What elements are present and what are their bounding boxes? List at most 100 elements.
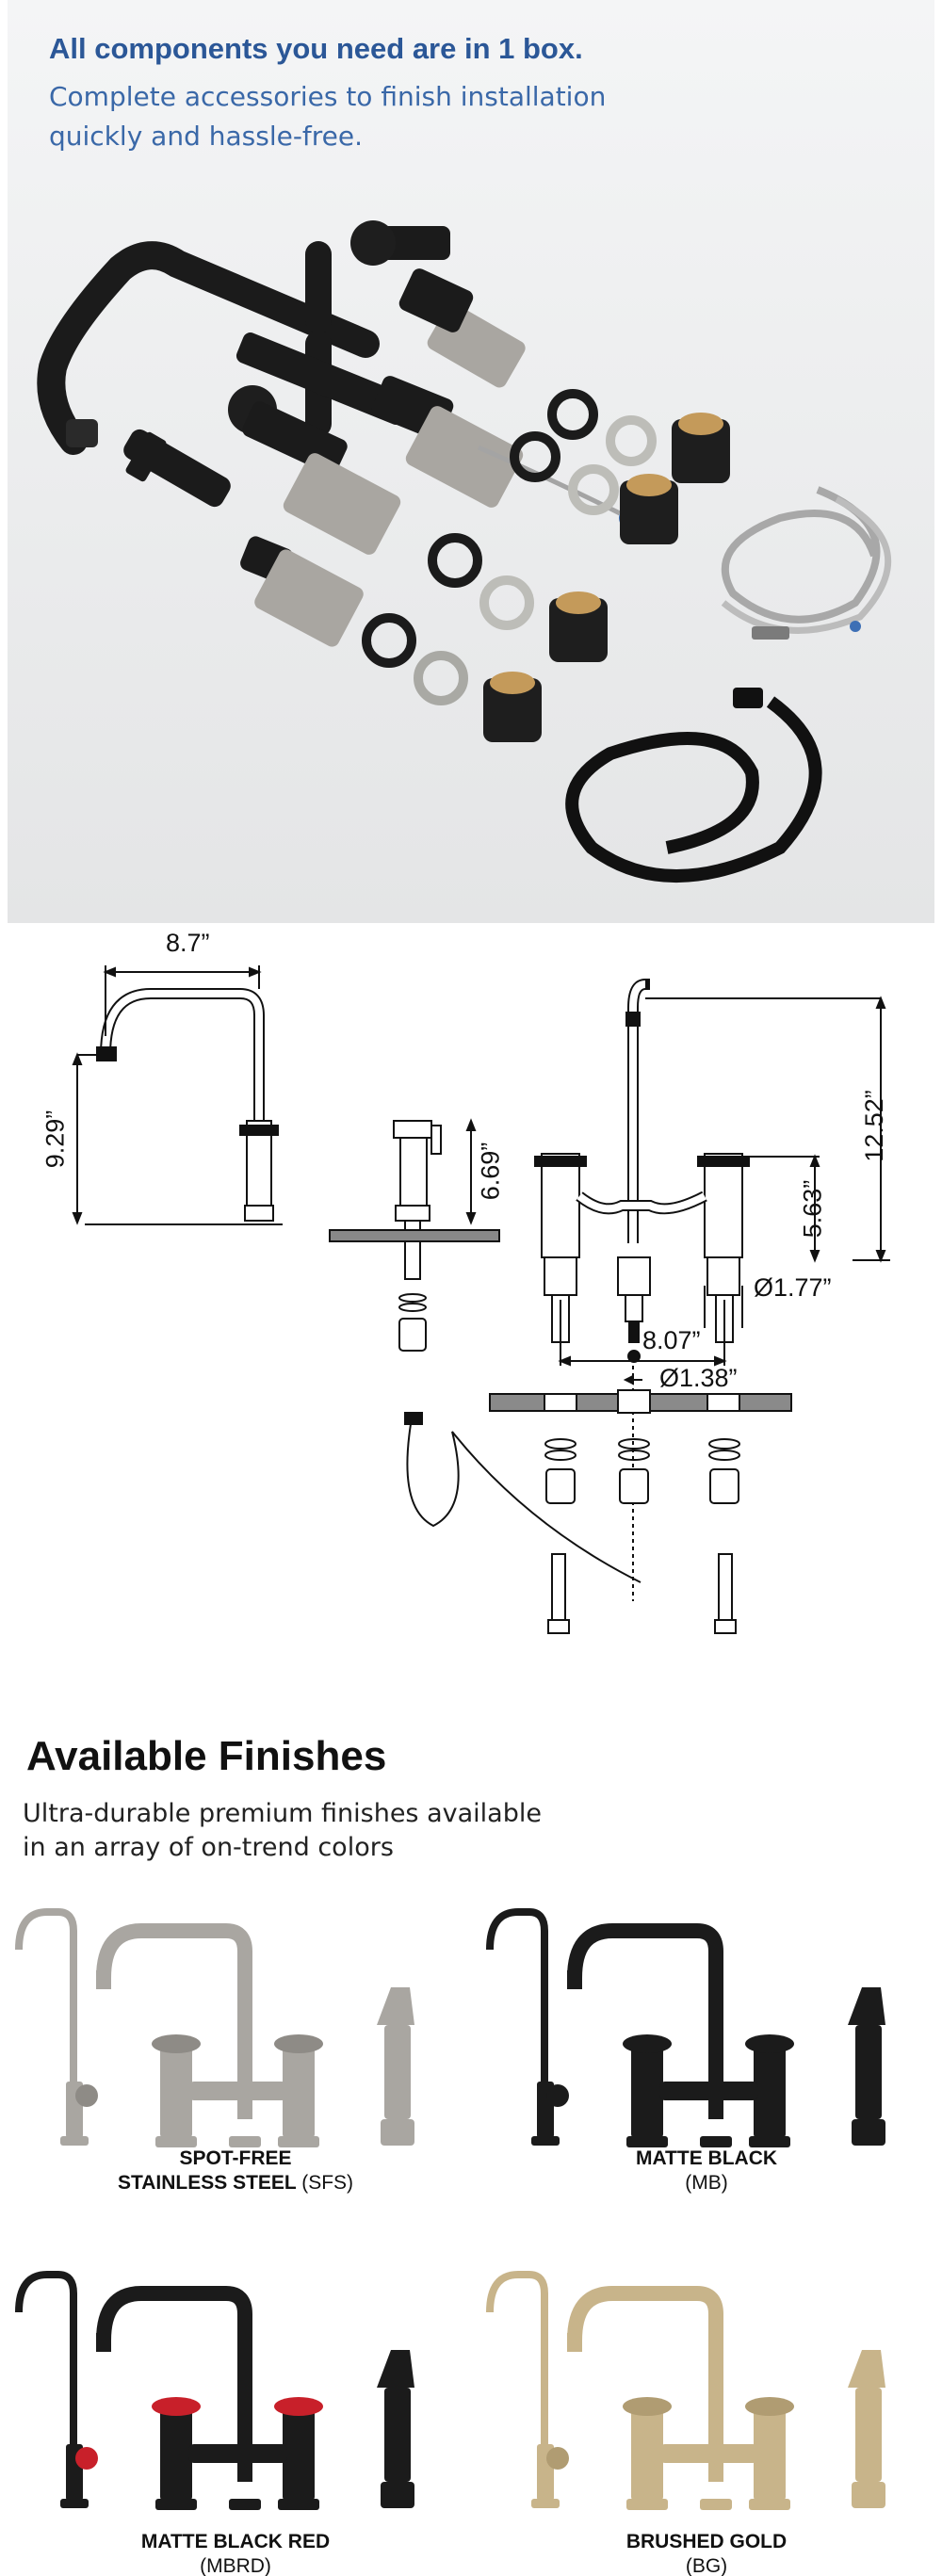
dim-total-height-label: 12.52” — [859, 1090, 888, 1162]
finish-product-image — [15, 2271, 414, 2510]
bridge-right-handle — [745, 2034, 794, 2053]
bridge-faucet-aerator — [567, 1970, 582, 1989]
bridge-faucet-spout — [96, 1923, 252, 2119]
bridge-left-handle — [152, 2397, 201, 2416]
sprayer-head — [848, 1987, 885, 2025]
finish-code: (MB) — [685, 2172, 728, 2194]
bridge-left-column — [160, 2406, 192, 2501]
sprayer-drawing — [329, 1118, 642, 1583]
supply-hoses-image — [721, 486, 892, 640]
mounting-hardware-drawing — [544, 1438, 740, 1634]
sprayer-head — [377, 1987, 414, 2025]
finish-code: (SFS) — [301, 2172, 354, 2194]
bridge-center-base — [229, 2499, 261, 2510]
finish-card-mb[interactable]: MATTE BLACK (MB) — [471, 1893, 942, 2242]
filter-faucet-handle — [546, 2084, 569, 2107]
faucet-side-view — [72, 965, 283, 1225]
finish-product-image — [486, 2271, 885, 2510]
bridge-right-base — [749, 2136, 790, 2147]
dimensions-section: 8.7” 9.29” 6.69” 12.52” 5.63” Ø1.77” 8.0… — [0, 923, 942, 1695]
bridge-left-column — [631, 2406, 663, 2501]
bridge-left-base — [155, 2136, 197, 2147]
faucet-spout-image — [37, 220, 640, 555]
bridge-left-base — [155, 2499, 197, 2510]
finish-code: (BG) — [685, 2555, 728, 2576]
bridge-crossbar — [188, 2082, 287, 2100]
filter-faucet-base — [531, 2136, 560, 2146]
finish-name: BRUSHED GOLD — [625, 2531, 788, 2552]
sprayer-base — [852, 2119, 885, 2146]
accessories-photo — [37, 220, 892, 883]
bridge-right-column — [754, 2044, 786, 2138]
dim-sprayer-height-label: 6.69” — [476, 1142, 505, 1201]
filter-faucet-spout — [486, 1908, 548, 2110]
sprayer-head — [848, 2350, 885, 2388]
dim-width-label: 8.7” — [166, 929, 210, 957]
filter-faucet-handle — [75, 2084, 98, 2107]
finish-product-image — [486, 1908, 885, 2147]
finish-name: MATTE BLACK RED — [140, 2531, 331, 2552]
bridge-right-base — [749, 2499, 790, 2510]
finish-name: STAINLESS STEEL (SFS) — [0, 2172, 471, 2195]
bridge-right-column — [283, 2406, 315, 2501]
filter-faucet-base — [60, 2136, 89, 2146]
bridge-faucet-front-view — [489, 979, 890, 1634]
sprayer-body — [384, 2388, 411, 2482]
filter-faucet-spout — [15, 2271, 77, 2472]
handle-piece-image — [240, 536, 364, 647]
sprayer-base — [381, 2119, 414, 2146]
sprayer-base — [852, 2482, 885, 2508]
bridge-right-handle — [745, 2397, 794, 2416]
finishes-subline: Ultra-durable premium finishes available — [23, 1799, 542, 1828]
finish-code: (MBRD) — [200, 2555, 271, 2576]
bridge-faucet-spout — [567, 1923, 723, 2119]
bridge-left-handle — [152, 2034, 201, 2053]
accessories-subline: Complete accessories to finish installat… — [49, 81, 607, 112]
accessories-section: All components you need are in 1 box. Co… — [8, 0, 934, 923]
filter-faucet-handle — [75, 2447, 98, 2470]
dim-handle-height-label: 5.63” — [798, 1179, 827, 1239]
finishes-subline: in an array of on-trend colors — [23, 1833, 394, 1862]
bridge-right-base — [278, 2499, 319, 2510]
sprayer-head — [377, 2350, 414, 2388]
accessories-subline: quickly and hassle-free. — [49, 121, 364, 152]
mounting-nuts-image — [483, 413, 730, 742]
bridge-left-column — [631, 2044, 663, 2138]
bridge-center-base — [700, 2499, 732, 2510]
bridge-faucet-aerator — [567, 2333, 582, 2352]
bridge-right-base — [278, 2136, 319, 2147]
bridge-left-base — [626, 2136, 668, 2147]
dim-base-diameter-label: Ø1.77” — [754, 1273, 832, 1302]
filter-faucet-base — [60, 2499, 89, 2508]
dim-hole-diameter-label: Ø1.38” — [659, 1364, 738, 1392]
bridge-faucet-aerator — [96, 1970, 111, 1989]
bridge-left-base — [626, 2499, 668, 2510]
washers-image — [362, 389, 657, 705]
finish-card-sfs[interactable]: SPOT-FREE STAINLESS STEEL (SFS) — [0, 1893, 471, 2242]
accessories-headline: All components you need are in 1 box. — [49, 32, 583, 65]
filter-faucet-spout — [486, 2271, 548, 2472]
bridge-faucet-spout — [96, 2286, 252, 2482]
bridge-right-column — [754, 2406, 786, 2501]
dim-spread-label: 8.07” — [642, 1326, 701, 1354]
bridge-left-handle — [623, 2397, 672, 2416]
sprayer-body — [855, 2388, 882, 2482]
finish-name-line2: STAINLESS STEEL — [117, 2172, 297, 2194]
bridge-left-column — [160, 2044, 192, 2138]
filter-faucet-handle — [546, 2447, 569, 2470]
finish-name: SPOT-FREE — [179, 2147, 292, 2169]
finish-card-bg[interactable]: BRUSHED GOLD (BG) — [471, 2256, 942, 2576]
finishes-title: Available Finishes — [26, 1733, 387, 1779]
side-sprayer-image — [123, 429, 231, 508]
finish-card-mbrd[interactable]: MATTE BLACK RED (MBRD) — [0, 2256, 471, 2576]
bridge-crossbar — [188, 2444, 287, 2463]
dimension-diagram — [72, 965, 890, 1634]
bridge-right-handle — [274, 2034, 323, 2053]
filter-faucet-spout — [15, 1908, 77, 2110]
finish-name: MATTE BLACK — [635, 2147, 778, 2169]
bridge-center-base — [229, 2136, 261, 2147]
sprayer-body — [855, 2025, 882, 2119]
bridge-right-handle — [274, 2397, 323, 2416]
bridge-crossbar — [659, 2444, 758, 2463]
filter-faucet-base — [531, 2499, 560, 2508]
